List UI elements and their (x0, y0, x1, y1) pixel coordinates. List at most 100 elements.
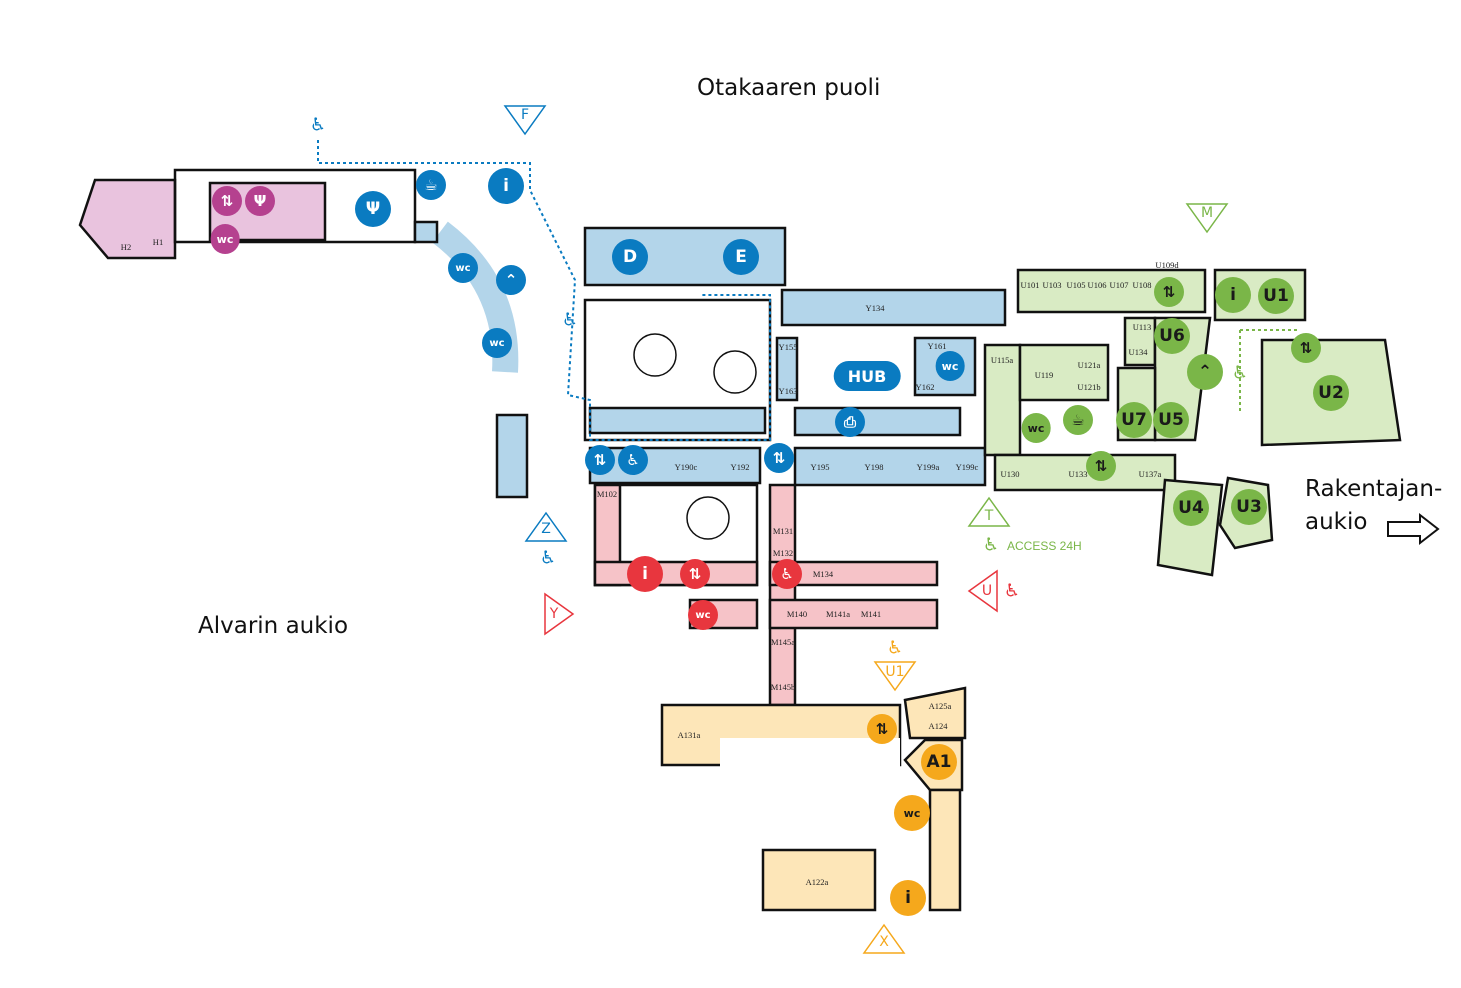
info-icon[interactable]: i (890, 880, 926, 916)
lecture-hall-d[interactable]: D (612, 239, 648, 275)
printer-icon[interactable]: ⎙ (835, 407, 865, 437)
room-label: U121b (1077, 382, 1101, 392)
lecture-hall-u2[interactable]: U2 (1313, 375, 1349, 411)
room-label: U121a (1077, 360, 1101, 370)
wc-icon[interactable]: wc (210, 224, 240, 254)
accessible-icon: ♿ (886, 637, 904, 659)
wing-h (78, 178, 177, 260)
room-label: U103 (1042, 280, 1062, 290)
accessible-icon: ♿ (982, 534, 1000, 556)
entrance-y[interactable]: Y (549, 606, 559, 622)
room-label: U134 (1128, 347, 1148, 357)
elevator-icon[interactable]: ⇅ (585, 445, 615, 475)
lecture-hall-u1[interactable]: U1 (1258, 278, 1294, 314)
elevator-icon[interactable]: ⇅ (212, 186, 242, 216)
entrance-t[interactable]: T (984, 508, 994, 524)
room-label: U106 (1087, 280, 1107, 290)
room-label: M131 (772, 526, 794, 536)
entrance-u[interactable]: U (981, 583, 993, 599)
accessible-icon: ♿ (1003, 580, 1021, 602)
lecture-hall-u6[interactable]: U6 (1154, 318, 1190, 354)
wc-icon[interactable]: wc (894, 795, 930, 831)
label-rakentajan: Rakentajan- (1305, 476, 1443, 502)
accessible-wc-icon[interactable]: ♿ (618, 445, 648, 475)
arrow-right-icon (1387, 512, 1440, 546)
entrance-z[interactable]: Z (541, 521, 551, 537)
room-label: H2 (120, 242, 132, 252)
room-label: M141 (860, 609, 882, 619)
room-label: Y199c (955, 462, 979, 472)
elevator-icon[interactable]: ⇅ (1086, 451, 1116, 481)
info-icon[interactable]: i (627, 556, 663, 592)
entrance-m[interactable]: M (1200, 205, 1214, 221)
lecture-hall-u5[interactable]: U5 (1153, 402, 1189, 438)
room-label: U130 (1000, 469, 1020, 479)
room-label: Y199a (916, 462, 940, 472)
room-label: Y192 (730, 462, 750, 472)
room-label: Y155 (778, 342, 798, 352)
room-label: Y162 (915, 382, 935, 392)
lecture-hall-u3[interactable]: U3 (1231, 489, 1267, 525)
elevator-icon[interactable]: ⇅ (1154, 277, 1184, 307)
elevator-icon[interactable]: ⇅ (1291, 333, 1321, 363)
room-label: A125a (928, 701, 952, 711)
wc-icon[interactable]: wc (482, 328, 512, 358)
room-label: U107 (1109, 280, 1129, 290)
wc-icon[interactable]: wc (1021, 413, 1051, 443)
room-label: M134 (812, 569, 834, 579)
tree-icon (633, 333, 677, 377)
room-label: U115a (990, 355, 1014, 365)
room-label: Y161 (927, 341, 947, 351)
room-label: Y163 (778, 386, 798, 396)
room-label: U113 (1132, 322, 1152, 332)
room-label: U108 (1132, 280, 1152, 290)
lecture-hall-u7[interactable]: U7 (1116, 402, 1152, 438)
room-label: H1 (152, 237, 164, 247)
entrance-u1[interactable]: U1 (885, 664, 905, 680)
info-icon[interactable]: i (1215, 277, 1251, 313)
tree-icon (686, 496, 730, 540)
lecture-hall-u4[interactable]: U4 (1173, 490, 1209, 526)
lecture-hall-a1[interactable]: A1 (921, 744, 957, 780)
coffee-icon[interactable]: ☕ (416, 170, 446, 200)
room-label: M145b (770, 682, 796, 692)
accessible-icon: ♿ (539, 547, 557, 569)
room-label: A131a (677, 730, 701, 740)
room-label: Y198 (864, 462, 884, 472)
entrance-x[interactable]: X (879, 934, 889, 950)
label-otakaaren-puoli: Otakaaren puoli (697, 75, 881, 101)
wc-icon[interactable]: wc (688, 600, 718, 630)
elevator-icon[interactable]: ⇅ (764, 443, 794, 473)
info-icon[interactable]: i (488, 168, 524, 204)
entrance-f[interactable]: F (520, 107, 530, 123)
restaurant-icon[interactable]: Ψ (355, 191, 391, 227)
y134-row (780, 288, 1007, 327)
room-label: M102 (596, 489, 618, 499)
wc-icon[interactable]: wc (448, 253, 478, 283)
hanger-icon[interactable]: ⌃ (496, 265, 526, 295)
room-label: U101 (1020, 280, 1040, 290)
wc-icon[interactable]: wc (935, 351, 965, 381)
room-label: U119 (1034, 370, 1054, 380)
hanger-icon[interactable]: ⌃ (1187, 354, 1223, 390)
room-label: U133 (1068, 469, 1088, 479)
room-label: M141a (825, 609, 851, 619)
hub-badge[interactable]: HUB (833, 361, 901, 391)
room-label: U105 (1066, 280, 1086, 290)
room-label: Y195 (810, 462, 830, 472)
a122a (761, 848, 877, 912)
tree-icon (713, 350, 757, 394)
room-label: A124 (928, 721, 948, 731)
coffee-icon[interactable]: ☕ (1063, 405, 1093, 435)
elevator-icon[interactable]: ⇅ (867, 714, 897, 744)
room-label: Y190c (674, 462, 698, 472)
y195-row (793, 446, 987, 487)
restaurant-icon[interactable]: Ψ (245, 186, 275, 216)
room-label: U137a (1138, 469, 1162, 479)
room-label: M140 (786, 609, 808, 619)
elevator-icon[interactable]: ⇅ (680, 559, 710, 589)
lecture-hall-e[interactable]: E (723, 239, 759, 275)
accessible-wc-icon[interactable]: ♿ (772, 559, 802, 589)
accessible-icon: ♿ (309, 114, 327, 136)
